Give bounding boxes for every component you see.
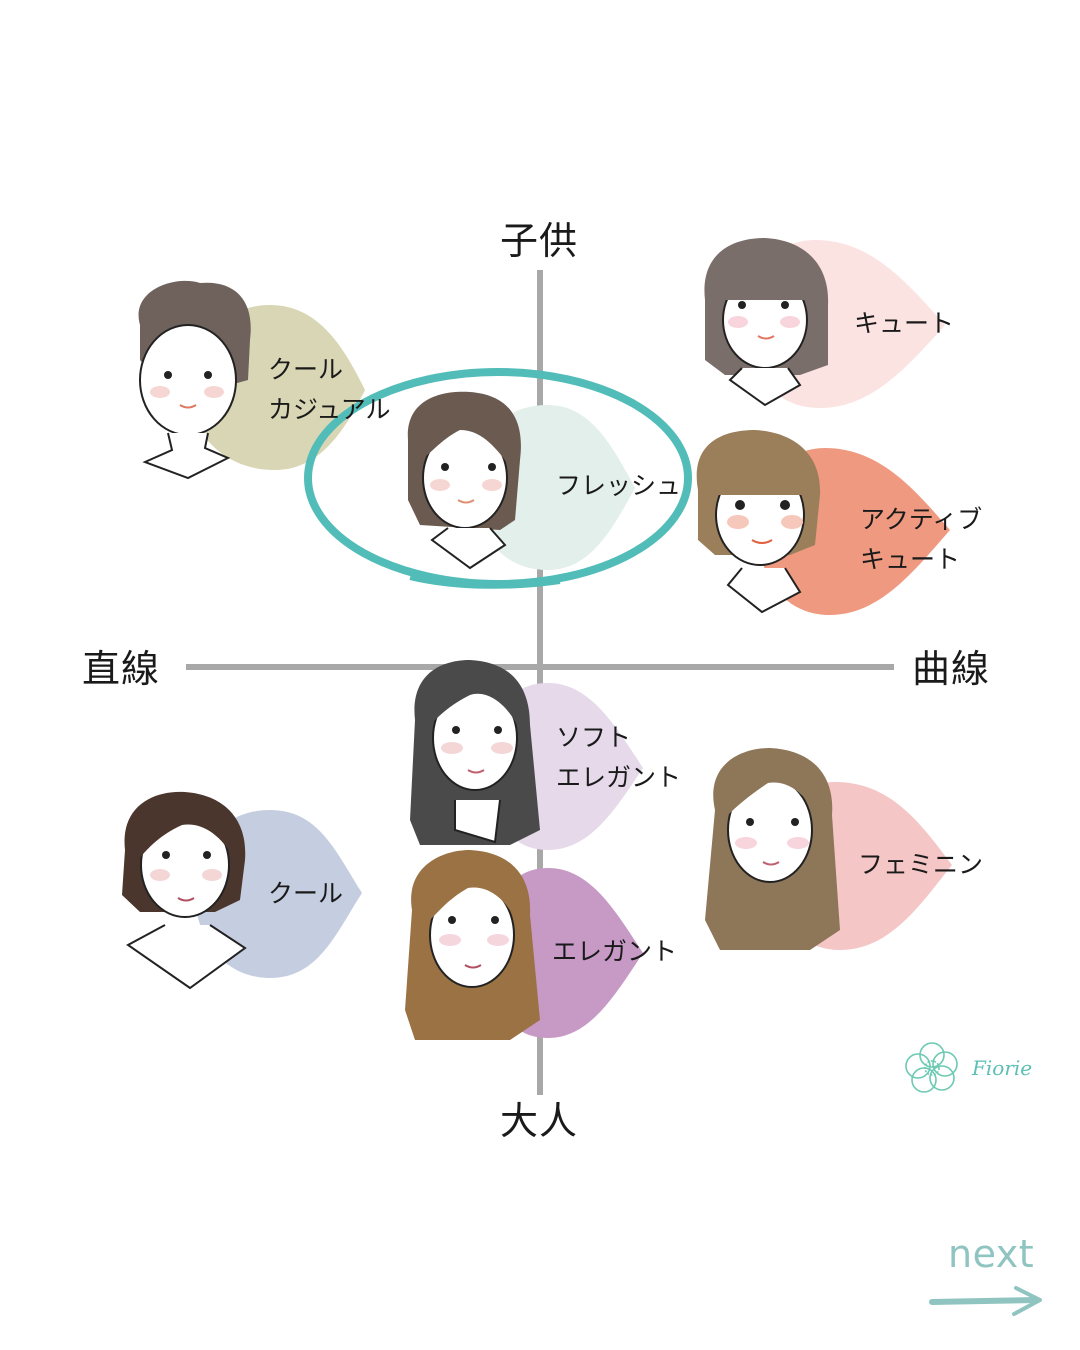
label-line: クール (268, 355, 344, 384)
face-soft-elegant (410, 660, 540, 845)
label-elegant: エレガント (552, 932, 677, 972)
face-cool-casual (138, 280, 251, 480)
label-line: クール (268, 879, 344, 908)
axis-label-bottom: 大人 (500, 1099, 579, 1143)
vertical-axis (537, 270, 543, 1095)
axis-label-left: 直線 (82, 647, 161, 691)
axis-label-right: 曲線 (912, 647, 991, 691)
face-cool (122, 791, 247, 990)
label-cool: クール (268, 874, 343, 914)
label-line: カジュアル (268, 395, 391, 424)
face-feminine (705, 748, 840, 950)
label-line: フレッシュ (556, 471, 682, 500)
label-cute: キュート (854, 304, 954, 344)
label-line: フェミニン (858, 850, 984, 879)
label-feminine: フェミニン (858, 845, 983, 885)
label-line: キュート (854, 309, 955, 338)
arrow-right-icon[interactable] (928, 1282, 1048, 1322)
face-elegant (405, 850, 540, 1040)
horizontal-axis (186, 664, 894, 670)
label-line: キュート (860, 545, 961, 574)
label-cool-casual: クール カジュアル (268, 350, 391, 430)
face-cute (704, 238, 829, 407)
next-button[interactable]: next (948, 1232, 1035, 1276)
label-line: エレガント (556, 763, 682, 792)
label-soft-elegant: ソフト エレガント (556, 718, 681, 798)
face-active-cute (696, 430, 821, 614)
logo-text: Fiorie (972, 1056, 1033, 1080)
label-line: アクティブ (860, 505, 983, 534)
axis-label-top: 子供 (500, 219, 579, 263)
flower-logo-icon (905, 1042, 958, 1093)
label-line: ソフト (556, 723, 632, 752)
face-fresh (407, 391, 521, 570)
label-line: エレガント (552, 937, 678, 966)
label-active-cute: アクティブ キュート (860, 500, 982, 580)
label-fresh: フレッシュ (556, 466, 681, 506)
